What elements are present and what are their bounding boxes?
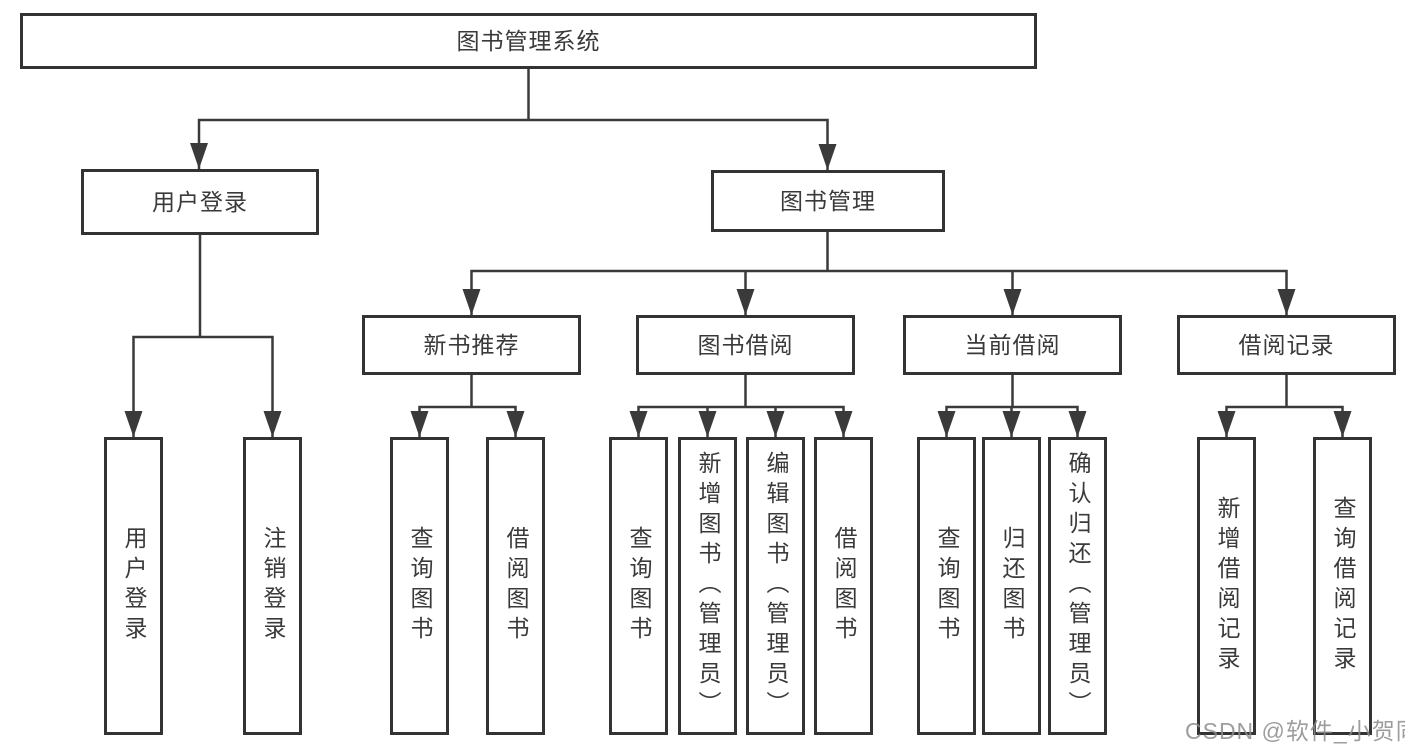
csdn-watermark: CSDN @软件_小贺同学 [1185, 718, 1405, 744]
node-label: 用户登录 [121, 526, 147, 646]
node-label: 借阅图书 [503, 526, 529, 646]
node-label: 查询借阅记录 [1330, 496, 1356, 676]
leaf-borrow-books-recommend: 借阅图书 [486, 437, 545, 735]
leaf-logout: 注销登录 [243, 437, 302, 735]
node-label: 图书借阅 [697, 331, 794, 358]
leaf-query-borrow-record: 查询借阅记录 [1313, 437, 1372, 735]
node-label: 用户登录 [152, 188, 248, 215]
node-label: 新增借阅记录 [1214, 496, 1240, 676]
leaf-query-books-current: 查询图书 [917, 437, 976, 735]
leaf-add-borrow-record: 新增借阅记录 [1197, 437, 1256, 735]
node-current-borrowing: 当前借阅 [903, 315, 1122, 375]
leaf-edit-books-admin: 编辑图书（管理员） [746, 437, 805, 735]
leaf-add-books-admin: 新增图书（管理员） [678, 437, 737, 735]
node-book-management: 图书管理 [711, 170, 945, 232]
node-label: 图书管理系统 [456, 27, 601, 54]
leaf-return-books: 归还图书 [982, 437, 1041, 735]
node-book-borrowing: 图书借阅 [636, 315, 855, 375]
node-label: 确认归还（管理员） [1065, 451, 1091, 721]
node-label: 注销登录 [260, 526, 286, 646]
leaf-query-books-recommend: 查询图书 [390, 437, 449, 735]
leaf-user-login: 用户登录 [104, 437, 163, 735]
node-label: 借阅图书 [831, 526, 857, 646]
leaf-confirm-return-admin: 确认归还（管理员） [1048, 437, 1107, 735]
node-label: 借阅记录 [1238, 331, 1335, 358]
node-label: 查询图书 [934, 526, 960, 646]
node-label: 当前借阅 [964, 331, 1061, 358]
node-user-login: 用户登录 [81, 169, 319, 235]
leaf-query-books-borrow: 查询图书 [609, 437, 668, 735]
node-new-book-recommend: 新书推荐 [362, 315, 581, 375]
node-label: 编辑图书（管理员） [763, 451, 789, 721]
node-label: 新书推荐 [423, 331, 520, 358]
node-label: 新增图书（管理员） [695, 451, 721, 721]
node-label: 图书管理 [780, 187, 876, 214]
node-borrowing-records: 借阅记录 [1177, 315, 1396, 375]
node-label: 查询图书 [626, 526, 652, 646]
node-library-management-system: 图书管理系统 [20, 13, 1037, 69]
node-label: 归还图书 [999, 526, 1025, 646]
leaf-borrow-books: 借阅图书 [814, 437, 873, 735]
tree-edges [132, 69, 1344, 437]
node-label: 查询图书 [407, 526, 433, 646]
